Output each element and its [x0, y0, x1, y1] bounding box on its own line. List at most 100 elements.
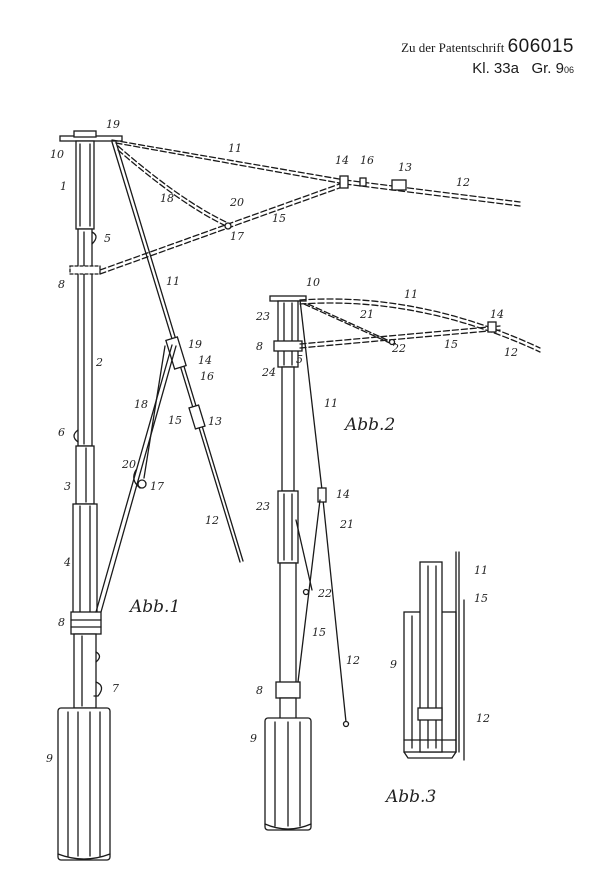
- fig2-ref-numeral: 22: [317, 587, 332, 600]
- fig2-ref-numeral: 8: [256, 340, 263, 353]
- fig2-rod-12: [321, 489, 347, 723]
- fig2-joint-14b: [317, 487, 327, 503]
- fig1-ref-numeral: 20: [121, 458, 136, 471]
- fig1-ref-numeral: 15: [168, 414, 182, 427]
- fig1-collar-upper: [69, 265, 101, 275]
- fig2-ref-numeral: 15: [312, 626, 326, 639]
- fig1-ref-numeral: 18: [134, 398, 148, 411]
- header-group: Gr. 9: [531, 60, 564, 77]
- fig1-ref-numeral: 20: [229, 196, 244, 209]
- fig1-ref-numeral: 19: [188, 338, 202, 351]
- fig1-ref-numeral: 1: [60, 180, 67, 193]
- fig2-ref-numeral: 22: [391, 342, 406, 355]
- fig2-tube-bottom: [279, 697, 297, 721]
- fig2-ref-numeral: 9: [250, 732, 257, 745]
- figure-2-drawing: [264, 295, 541, 831]
- fig1-ref-numeral: 7: [112, 682, 119, 695]
- fig1-ref-numeral: 14: [335, 154, 349, 167]
- header-prefix: Zu der Patentschrift: [401, 40, 505, 55]
- header-group-sub: 06: [563, 65, 574, 75]
- fig2-ref-numeral: 15: [444, 338, 458, 351]
- fig2-collar-8: [273, 340, 303, 352]
- fig1-joint-17b: [137, 479, 147, 489]
- header-class-line: Kl. 33a Gr. 906: [472, 60, 574, 77]
- fig1-ref-numeral: 16: [360, 154, 374, 167]
- fig2-ref-numeral: 21: [359, 308, 374, 321]
- fig1-ref-numeral: 18: [160, 192, 174, 205]
- fig2-ref-numeral: 21: [339, 518, 354, 531]
- fig1-tube-2: [77, 228, 93, 447]
- fig3-ref-numeral: 11: [474, 564, 488, 577]
- fig1-tube-5: [73, 633, 97, 709]
- fig3-ref-numeral: 12: [476, 712, 490, 725]
- fig1-ref-numeral: 8: [58, 278, 65, 291]
- fig1-ref-numeral: 4: [63, 556, 71, 569]
- fig1-ref-numeral: 11: [166, 275, 180, 288]
- fig1-ref-numeral: 15: [272, 212, 286, 225]
- fig2-ref-numeral: 8: [256, 684, 263, 697]
- fig1-clip-7: [93, 681, 103, 697]
- fig2-ref-numeral: 23: [255, 310, 270, 323]
- fig1-ref-numeral: 9: [46, 752, 53, 765]
- fig3-ref-numeral: 9: [390, 658, 397, 671]
- fig2-ref-numeral: 12: [504, 346, 518, 359]
- fig2-tube-23: [277, 490, 299, 564]
- header-patent-number: 606015: [507, 36, 574, 57]
- fig1-clip-6: [73, 429, 79, 443]
- fig1-top-knob: [73, 130, 97, 138]
- fig1-tube-4: [72, 503, 98, 615]
- fig2-ref-numeral: 12: [346, 654, 360, 667]
- fig1-ref-numeral: 3: [64, 480, 71, 493]
- header-patent-line: Zu der Patentschrift 606015: [401, 36, 574, 58]
- fig2-ref-numeral: 11: [324, 397, 338, 410]
- fig1-ref-numeral: 16: [200, 370, 214, 383]
- fig2-ref-numeral: 5: [296, 353, 303, 366]
- fig1-dashed-arms: [99, 139, 521, 275]
- figure-1-drawing: [57, 130, 521, 861]
- fig2-joint-22b: [302, 588, 310, 596]
- fig1-joint-17: [224, 222, 232, 230]
- fig2-dashed-canopy: [299, 298, 541, 353]
- fig1-ref-numeral: 2: [95, 356, 103, 369]
- fig3-clip: [417, 707, 443, 721]
- fig1-clamp-13: [188, 404, 206, 430]
- fig2-rod-21: [295, 519, 313, 591]
- fig2-rod-11: [299, 299, 323, 491]
- fig1-ref-numeral: 13: [398, 161, 412, 174]
- fig2-tube-lower: [279, 562, 297, 684]
- fig2-collar-lower: [275, 681, 301, 699]
- fig1-slider: [165, 336, 187, 370]
- figure-1-caption: Abb.1: [128, 597, 180, 617]
- fig2-ref-numeral: 24: [261, 366, 276, 379]
- fig1-ref-numeral: 17: [150, 480, 164, 493]
- fig1-joint-14: [339, 175, 349, 189]
- fig1-ref-numeral: 17: [230, 230, 244, 243]
- figure-3-drawing: [403, 551, 465, 761]
- figure-3-labels: 11 15 9 12: [390, 564, 490, 725]
- fig2-joint-22: [388, 338, 396, 346]
- fig2-ref-numeral: 14: [336, 488, 350, 501]
- fig1-ref-numeral: 12: [456, 176, 470, 189]
- header-class: Kl. 33a: [472, 60, 519, 77]
- fig1-ref-numeral: 5: [104, 232, 111, 245]
- fig1-collar-lower: [70, 611, 102, 635]
- fig2-rod-15: [297, 499, 321, 683]
- fig2-tube-upper: [277, 300, 299, 368]
- fig1-ref-numeral: 12: [205, 514, 219, 527]
- fig1-ref-numeral: 14: [198, 354, 212, 367]
- fig1-ref-numeral: 6: [58, 426, 65, 439]
- fig3-ref-numeral: 15: [474, 592, 488, 605]
- fig1-strut-18: [143, 345, 166, 479]
- fig2-ref-numeral: 10: [306, 276, 320, 289]
- fig2-joint-14: [487, 321, 497, 333]
- fig3-inner-tube: [419, 561, 443, 753]
- fig1-clip-5: [91, 231, 97, 245]
- fig1-base: [57, 707, 111, 861]
- fig1-ref-numeral: 8: [58, 616, 65, 629]
- fig1-tube-1: [75, 140, 95, 230]
- fig2-tube-mid: [281, 366, 295, 492]
